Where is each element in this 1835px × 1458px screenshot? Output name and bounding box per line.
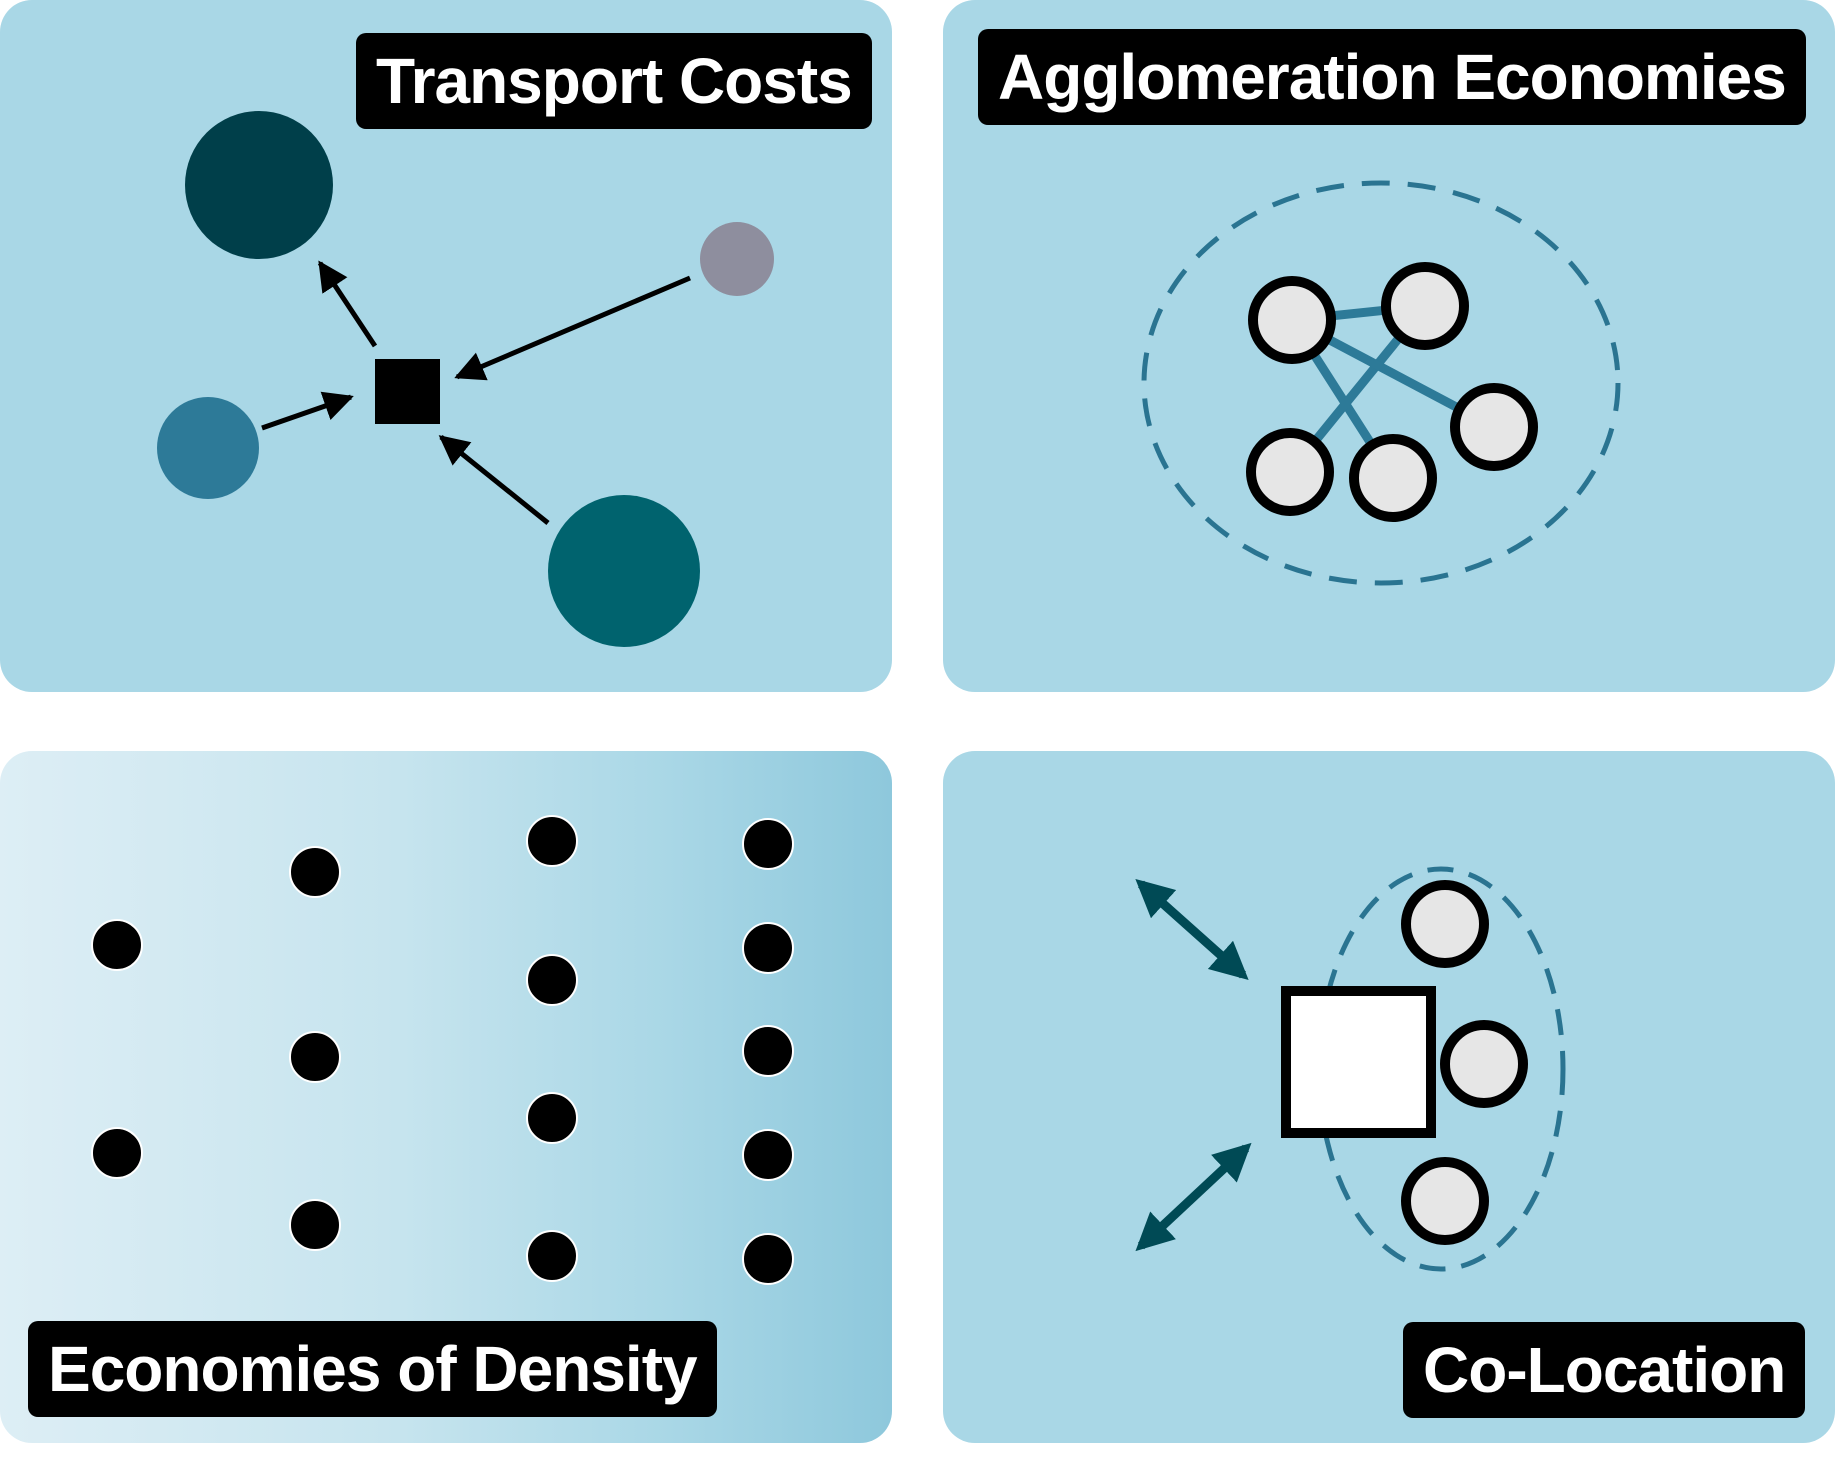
- transport-costs-panel: Transport Costs: [0, 0, 892, 692]
- medium-supplier-node: [157, 397, 259, 499]
- density-dot: [742, 1025, 794, 1077]
- agglomeration-economies-panel: Agglomeration Economies: [943, 0, 1835, 692]
- co-location-title: Co-Location: [1403, 1322, 1806, 1418]
- density-dot: [289, 846, 341, 898]
- economies-of-density-title: Economies of Density: [28, 1321, 717, 1417]
- arrow-to-market: [317, 260, 378, 348]
- density-dot: [742, 1233, 794, 1285]
- arrow-from-medium-node: [261, 391, 354, 431]
- cluster-node: [1450, 383, 1538, 471]
- large-supplier-node: [548, 495, 700, 647]
- economies-of-density-panel: Economies of Density: [0, 751, 892, 1443]
- arrow-from-large-supplier: [438, 435, 550, 525]
- density-dot: [526, 954, 578, 1006]
- density-dot: [289, 1031, 341, 1083]
- density-dot: [91, 919, 143, 971]
- firm-square: [1281, 986, 1436, 1138]
- arrow-from-gray-node: [454, 275, 691, 381]
- cluster-boundary: [1141, 180, 1621, 586]
- co-located-node: [1401, 1157, 1489, 1245]
- density-dot: [526, 1230, 578, 1282]
- large-market-node: [185, 111, 333, 259]
- density-dot: [289, 1199, 341, 1251]
- density-dot: [526, 1092, 578, 1144]
- co-located-node: [1401, 880, 1489, 968]
- density-dot: [91, 1127, 143, 1179]
- cluster-node: [1246, 428, 1334, 516]
- density-dot: [742, 922, 794, 974]
- co-location-panel: Co-Location: [943, 751, 1835, 1443]
- co-located-node: [1440, 1020, 1528, 1108]
- density-dot: [742, 1129, 794, 1181]
- density-dot: [526, 815, 578, 867]
- transport-costs-diagram: [157, 111, 774, 647]
- cluster-node: [1248, 276, 1336, 364]
- small-gray-node: [700, 222, 774, 296]
- double-arrow-upper: [1135, 878, 1249, 981]
- transport-costs-title: Transport Costs: [356, 33, 872, 129]
- cluster-node: [1381, 262, 1469, 350]
- agglomeration-diagram: [1141, 180, 1621, 586]
- co-location-diagram: [1135, 866, 1566, 1272]
- density-dot: [742, 818, 794, 870]
- cluster-node: [1349, 434, 1437, 522]
- density-diagram: [91, 815, 794, 1285]
- agglomeration-economies-title: Agglomeration Economies: [978, 29, 1806, 125]
- double-arrow-lower: [1135, 1142, 1252, 1252]
- firm-square: [375, 359, 440, 424]
